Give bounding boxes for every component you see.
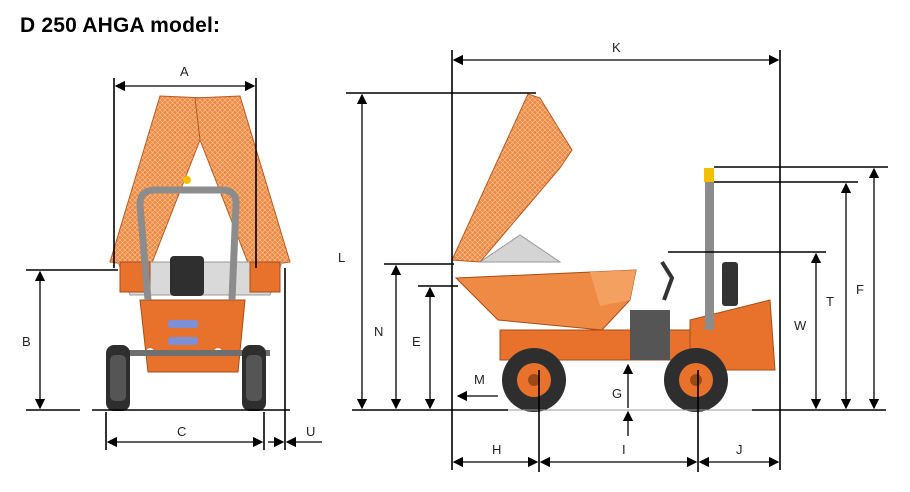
label-B: B — [22, 334, 31, 349]
label-M: M — [474, 372, 485, 387]
side-skip-raised — [451, 93, 573, 263]
front-rops-frame — [136, 186, 240, 301]
side-view — [451, 93, 776, 412]
label-U: U — [306, 424, 315, 439]
label-J: J — [736, 442, 743, 457]
label-C: C — [177, 424, 186, 439]
front-right-skip-raised — [194, 95, 291, 269]
front-dimensions: A B C U — [22, 64, 322, 450]
side-rear-wheel — [664, 348, 728, 412]
label-G: G — [612, 386, 622, 401]
label-W: W — [794, 318, 807, 333]
front-view — [106, 95, 291, 411]
label-N: N — [374, 324, 383, 339]
side-dimensions: K L N E M G H I J — [338, 40, 888, 472]
label-I: I — [622, 442, 626, 457]
label-L: L — [338, 250, 345, 265]
model-title: D 250 AHGA model: — [20, 14, 221, 37]
front-left-skip-raised — [109, 95, 206, 269]
label-K: K — [612, 40, 621, 55]
label-F: F — [856, 282, 864, 297]
label-A: A — [180, 64, 189, 79]
label-E: E — [412, 334, 421, 349]
front-body — [139, 299, 246, 373]
label-H: H — [492, 442, 501, 457]
side-rops-post — [705, 180, 714, 330]
label-T: T — [826, 294, 834, 309]
side-front-wheel — [502, 348, 566, 412]
